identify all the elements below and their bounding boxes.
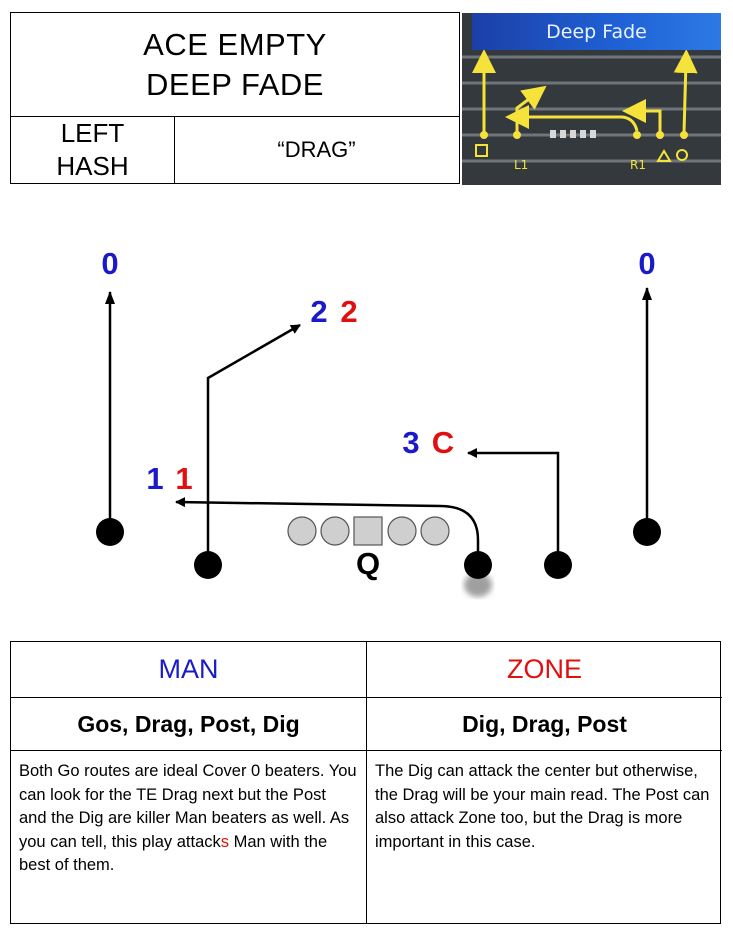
man-header: MAN: [11, 642, 366, 698]
post-man-read: 2: [310, 294, 327, 329]
dig-man-read: 3: [402, 425, 419, 460]
hash-cell: LEFT HASH: [11, 116, 175, 184]
play-name: DEEP FADE: [146, 66, 324, 102]
center-square: [353, 516, 383, 546]
dig-zone-read: C: [432, 425, 454, 460]
receiver-left-slot: [194, 551, 222, 579]
man-text-after: Man with the best of them.: [19, 832, 328, 875]
thumbnail-players: [475, 130, 688, 162]
thumbnail-routes: [472, 49, 698, 134]
lineman-left-tackle: [287, 516, 317, 546]
lineman-right-tackle: [420, 516, 450, 546]
dig-route: [467, 448, 560, 565]
man-text-highlight: s: [220, 832, 230, 851]
man-description: Both Go routes are ideal Cover 0 beaters…: [11, 751, 366, 878]
thumbnail-banner: Deep Fade: [472, 13, 721, 50]
post-route: [206, 323, 301, 565]
lineman-left-guard: [320, 516, 350, 546]
man-text-before: Both Go routes are ideal Cover 0 beaters…: [19, 762, 357, 851]
man-routes: Gos, Drag, Post, Dig: [11, 698, 366, 751]
zone-column: ZONE Dig, Drag, Post The Dig can attack …: [366, 642, 722, 923]
zone-description: The Dig can attack the center but otherw…: [375, 762, 710, 851]
play-diagram: Q 0 0 2 2 3 C 1 1: [96, 246, 661, 597]
right-go-man-read: 0: [638, 246, 655, 281]
play-art-thumbnail: L1 R1 Deep Fade: [462, 13, 721, 185]
receiver-left-wide: [96, 518, 124, 546]
thumbnail-yard-lines: [462, 55, 721, 163]
man-column: MAN Gos, Drag, Post, Dig Both Go routes …: [11, 642, 366, 923]
play-title: ACE EMPTY DEEP FADE: [11, 13, 459, 117]
hash-label: HASH: [56, 151, 129, 181]
thumbnail-label-l1: L1: [514, 158, 528, 172]
post-zone-read: 2: [340, 294, 357, 329]
thumbnail-label-r1: R1: [630, 158, 646, 172]
zone-routes: Dig, Drag, Post: [367, 698, 722, 751]
drag-man-read: 1: [146, 461, 163, 496]
left-go-man-read: 0: [101, 246, 118, 281]
play-call: “DRAG”: [277, 137, 356, 162]
receiver-shadow: [464, 573, 492, 597]
drag-route: [175, 497, 480, 560]
hash-side: LEFT: [60, 118, 125, 148]
receiver-right-slot: [544, 551, 572, 579]
quarterback-label: Q: [356, 546, 380, 581]
play-header-table: ACE EMPTY DEEP FADE LEFT HASH “DRAG”: [10, 12, 460, 184]
offensive-line: [287, 516, 450, 546]
zone-header: ZONE: [367, 642, 722, 698]
receiver-tight-end: [464, 551, 492, 579]
lineman-right-guard: [387, 516, 417, 546]
play-formation: ACE EMPTY: [143, 26, 327, 62]
thumbnail-field: L1 R1: [462, 49, 721, 172]
drag-zone-read: 1: [175, 461, 192, 496]
coverage-reads-table: MAN Gos, Drag, Post, Dig Both Go routes …: [10, 641, 722, 924]
receiver-right-wide: [633, 518, 661, 546]
